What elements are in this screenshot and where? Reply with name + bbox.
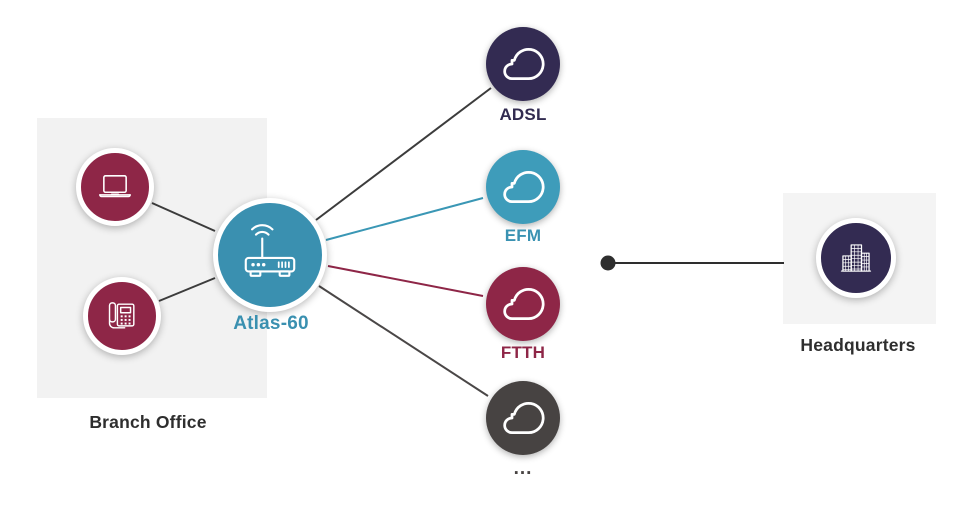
cloud-node-more bbox=[486, 381, 560, 455]
cloud-icon bbox=[503, 47, 545, 81]
cloud-icon bbox=[503, 401, 545, 435]
cloud-node-ftth bbox=[486, 267, 560, 341]
cloud-label-more: ... bbox=[513, 458, 533, 479]
wifi-router-icon bbox=[244, 224, 296, 277]
cloud-label-ftth: FTTH bbox=[500, 343, 546, 362]
atlas-router-label: Atlas-60 bbox=[233, 313, 309, 334]
atlas-router-node bbox=[213, 198, 327, 312]
cloud-icon bbox=[503, 287, 545, 321]
link-phone-atlas bbox=[158, 277, 216, 302]
hq-connection-dot bbox=[600, 255, 616, 271]
link-laptop-atlas bbox=[151, 202, 216, 232]
headquarters-node bbox=[816, 218, 896, 298]
link-atlas-efm bbox=[325, 197, 484, 241]
desk-phone-icon bbox=[108, 302, 135, 329]
phone-node bbox=[83, 277, 161, 355]
office-building-icon bbox=[840, 244, 872, 272]
cloud-icon bbox=[503, 170, 545, 204]
laptop-icon bbox=[99, 175, 131, 198]
cloud-label-adsl: ADSL bbox=[499, 105, 547, 124]
branch-office-label: Branch Office bbox=[89, 412, 207, 432]
laptop-node bbox=[76, 148, 154, 226]
cloud-label-efm: EFM bbox=[504, 226, 542, 245]
cloud-node-adsl bbox=[486, 27, 560, 101]
link-atlas-adsl bbox=[315, 87, 492, 221]
headquarters-label: Headquarters bbox=[800, 335, 916, 355]
cloud-node-efm bbox=[486, 150, 560, 224]
link-atlas-ftth bbox=[327, 265, 484, 297]
link-atlas-more bbox=[318, 285, 489, 397]
